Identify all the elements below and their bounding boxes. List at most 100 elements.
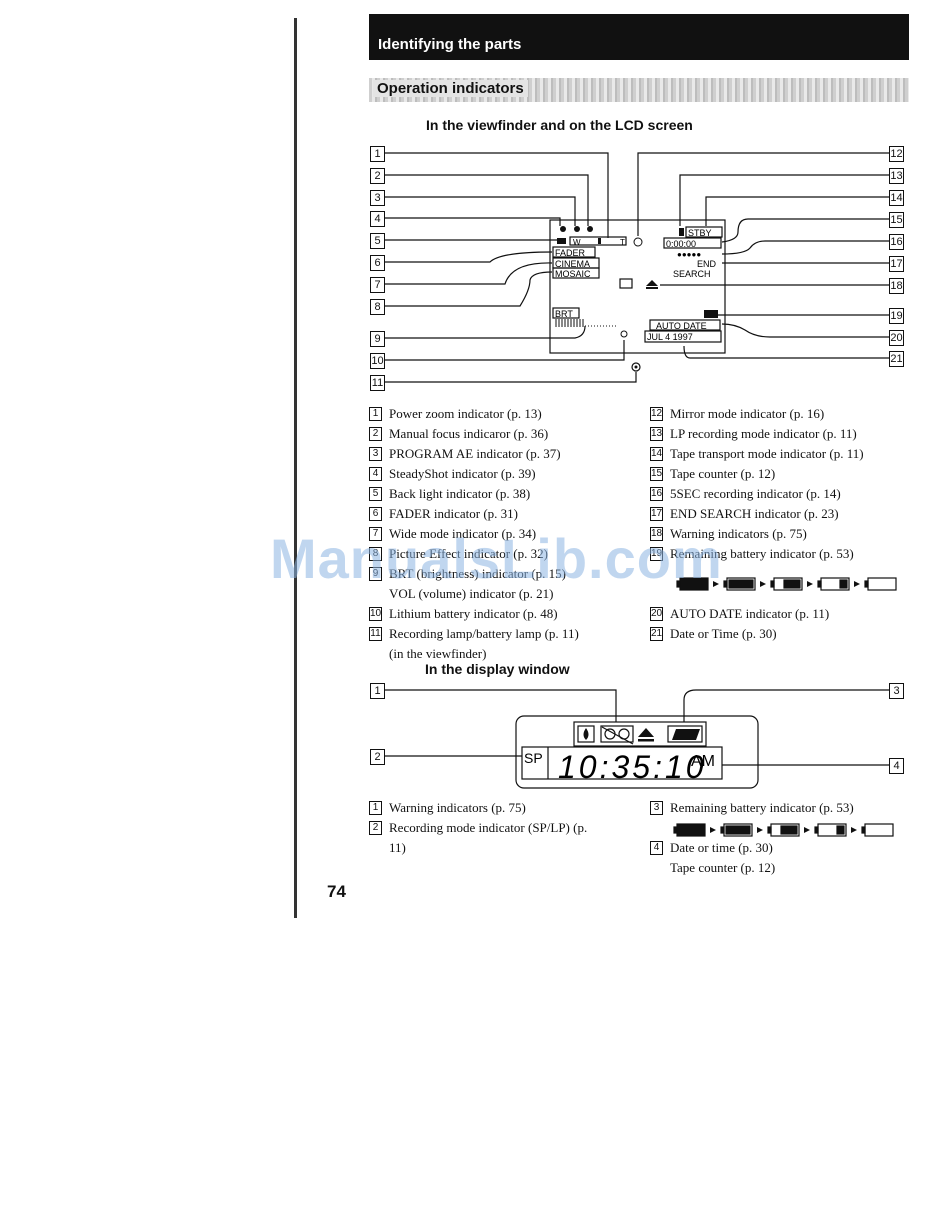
callout-line-13 [679,174,890,226]
callout-line-2 [385,174,589,226]
brt-box [552,307,580,319]
viewfinder-title: In the viewfinder and on the LCD screen [426,117,693,133]
lithium-battery-icon [620,330,628,338]
callout-3: 3 [370,190,385,206]
battery-full-icon [676,823,706,837]
battery-half-icon [783,579,801,589]
tape-reel-left [604,728,616,740]
brightness-bar [555,319,584,327]
arrow-icon [713,581,719,587]
battery-icon [704,310,718,318]
auto-date-box [649,319,721,331]
display-callout-3: 3 [889,683,904,699]
callout-line-14 [705,196,890,226]
eject-icon [638,728,654,737]
legend-item-cont: Tape counter (p. 12) [670,860,776,875]
am-label: AM [691,753,715,770]
callout-2: 2 [370,168,385,184]
callout-10: 10 [370,353,385,369]
legend-item-cont: (in the viewfinder) [389,646,487,661]
display-callout-1: 1 [370,683,385,699]
mosaic-label: MOSAIC [555,269,591,279]
battery-three-quarter-icon [725,825,751,835]
battery-three-quarter-icon [728,579,754,589]
battery-empty-icon [864,823,894,837]
tape-slash [601,726,634,745]
drop-icon [583,728,589,740]
callout-15: 15 [889,212,904,228]
display-callout-line-1 [385,689,617,722]
lp-icon [679,228,684,236]
callout-line-9 [385,325,586,339]
callout-line-16 [721,240,890,255]
indicator-strip [573,721,707,747]
callout-11: 11 [370,375,385,391]
auto-date-label: AUTO DATE [656,321,707,331]
back-light-icon [557,238,566,244]
arrow-icon [760,581,766,587]
eject-icon [646,280,658,286]
zoom-t-label: T [620,238,625,247]
callout-20: 20 [889,330,904,346]
time-display-box [521,746,723,780]
counter-label: 0:00:00 [666,239,696,249]
battery-quarter-icon [839,579,848,589]
battery-display-frame [667,725,703,743]
callout-line-12 [637,152,890,236]
stby-box [685,226,723,238]
section-title: Operation indicators [373,80,528,97]
callout-line-1 [385,152,609,238]
arrow-icon [804,827,810,833]
callout-13: 13 [889,168,904,184]
drop-icon-frame [577,725,595,743]
mirror-mode-icon [633,237,643,247]
legend-item-cont: VOL (volume) indicator (p. 21) [389,586,554,601]
time-label: 10:35:10 [558,749,707,785]
callout-17: 17 [889,256,904,272]
display-window-frame [515,715,759,789]
program-ae-icon [587,226,593,232]
callout-1: 1 [370,146,385,162]
battery-sequence-display [673,823,894,837]
zoom-bar [569,236,627,246]
callout-line-10 [385,340,625,361]
watermark: ManualsLib.com [270,527,723,590]
cinema-label: CINEMA [555,259,590,269]
callout-9: 9 [370,331,385,347]
stby-label: STBY [688,228,712,238]
callout-19: 19 [889,308,904,324]
callout-4: 4 [370,211,385,227]
legend-item-cont: 11) [389,840,406,855]
callout-12: 12 [889,146,904,162]
date-label: JUL 4 1997 [647,332,693,342]
arrow-icon [710,827,716,833]
recording-lamp-icon [631,362,641,372]
battery-display-icon [672,729,700,740]
margin-binding-line [294,18,297,918]
callout-6: 6 [370,255,385,271]
search-label: SEARCH [673,269,711,279]
